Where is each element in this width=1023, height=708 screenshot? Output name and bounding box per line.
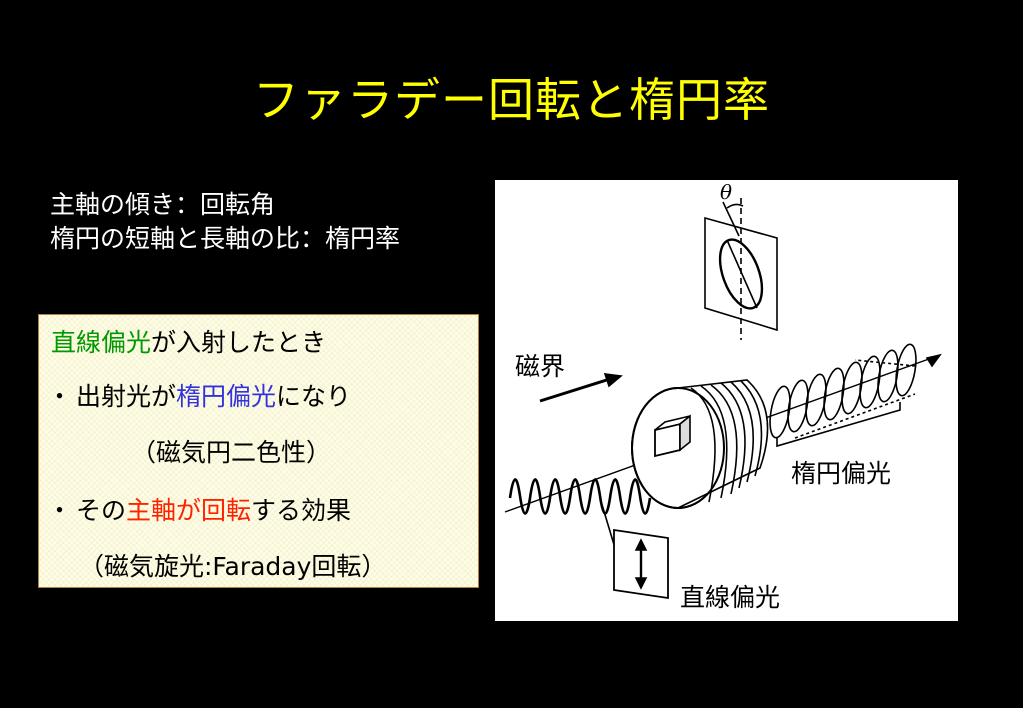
term-linear-polarization: 直線偏光 (51, 328, 152, 357)
box-line-faraday: （磁気旋光:Faraday回転） (79, 552, 387, 581)
intro-line-ellipticity: 楕円の短軸と長軸の比：楕円率 (50, 224, 401, 253)
theta-label: θ (720, 180, 733, 204)
theta-arc (726, 203, 744, 209)
coil-winding-4 (720, 382, 746, 489)
term-elliptical-polarization: 楕円偏光 (176, 382, 277, 411)
box-line-effect-pre: その (76, 496, 127, 525)
box-line-output-pre: 出射光が (76, 382, 177, 411)
coil-winding-6 (740, 380, 763, 477)
outgoing-helix (769, 343, 917, 439)
faraday-diagram-drawing (504, 198, 942, 600)
box-line-output: ・出射光が楕円偏光になり (47, 381, 351, 413)
ellipse-major-axis (726, 239, 758, 309)
box-line-incident: 直線偏光が入射したとき (51, 327, 326, 359)
sample-block-side (679, 414, 691, 452)
faraday-diagram: θ 磁界 楕円偏光 直線偏光 (495, 180, 958, 621)
polarization-ellipse (718, 238, 764, 310)
explanation-box: 直線偏光が入射したとき ・出射光が楕円偏光になり （磁気円二色性） ・その主軸が… (38, 314, 479, 588)
elliptical-bracket (776, 402, 901, 448)
axis-arrowhead (925, 353, 942, 368)
incoming-wave (508, 478, 652, 515)
coil-winding-2 (700, 385, 728, 499)
linear-polarization-label: 直線偏光 (680, 583, 781, 612)
coil-front-face-outline (631, 387, 725, 509)
linear-arrow-down (634, 577, 648, 590)
box-line-effect: ・その主軸が回転する効果 (47, 495, 351, 527)
magnetic-field-arrowhead (603, 373, 623, 388)
bullet: ・ (47, 382, 73, 411)
elliptical-polarization-label: 楕円偏光 (791, 459, 892, 488)
box-line-incident-rest: が入射したとき (151, 328, 327, 357)
term-axis-rotation: 主軸が回転 (126, 496, 252, 525)
box-line-output-post: になり (276, 382, 352, 411)
coil-winding-3 (710, 384, 738, 495)
magnetic-field-label: 磁界 (515, 352, 566, 381)
coil-body (677, 379, 769, 509)
intro-text: 主軸の傾き：回転角 楕円の短軸と長軸の比：楕円率 (50, 188, 400, 256)
outgoing-helix-tilted-plane (794, 359, 916, 439)
bullet: ・ (47, 496, 73, 525)
intro-line-rotation-angle: 主軸の傾き：回転角 (50, 190, 276, 219)
magnetic-field-arrow (539, 376, 614, 403)
box-line-effect-post: する効果 (251, 496, 352, 525)
box-line-mcd: （磁気円二色性） (131, 438, 332, 467)
output-polarizer-plate (704, 216, 778, 332)
linear-arrow-up (634, 538, 648, 551)
coil-winding-5 (730, 381, 755, 483)
slide-title: ファラデー回転と楕円率 (253, 73, 770, 127)
tilted-axis (722, 201, 740, 237)
